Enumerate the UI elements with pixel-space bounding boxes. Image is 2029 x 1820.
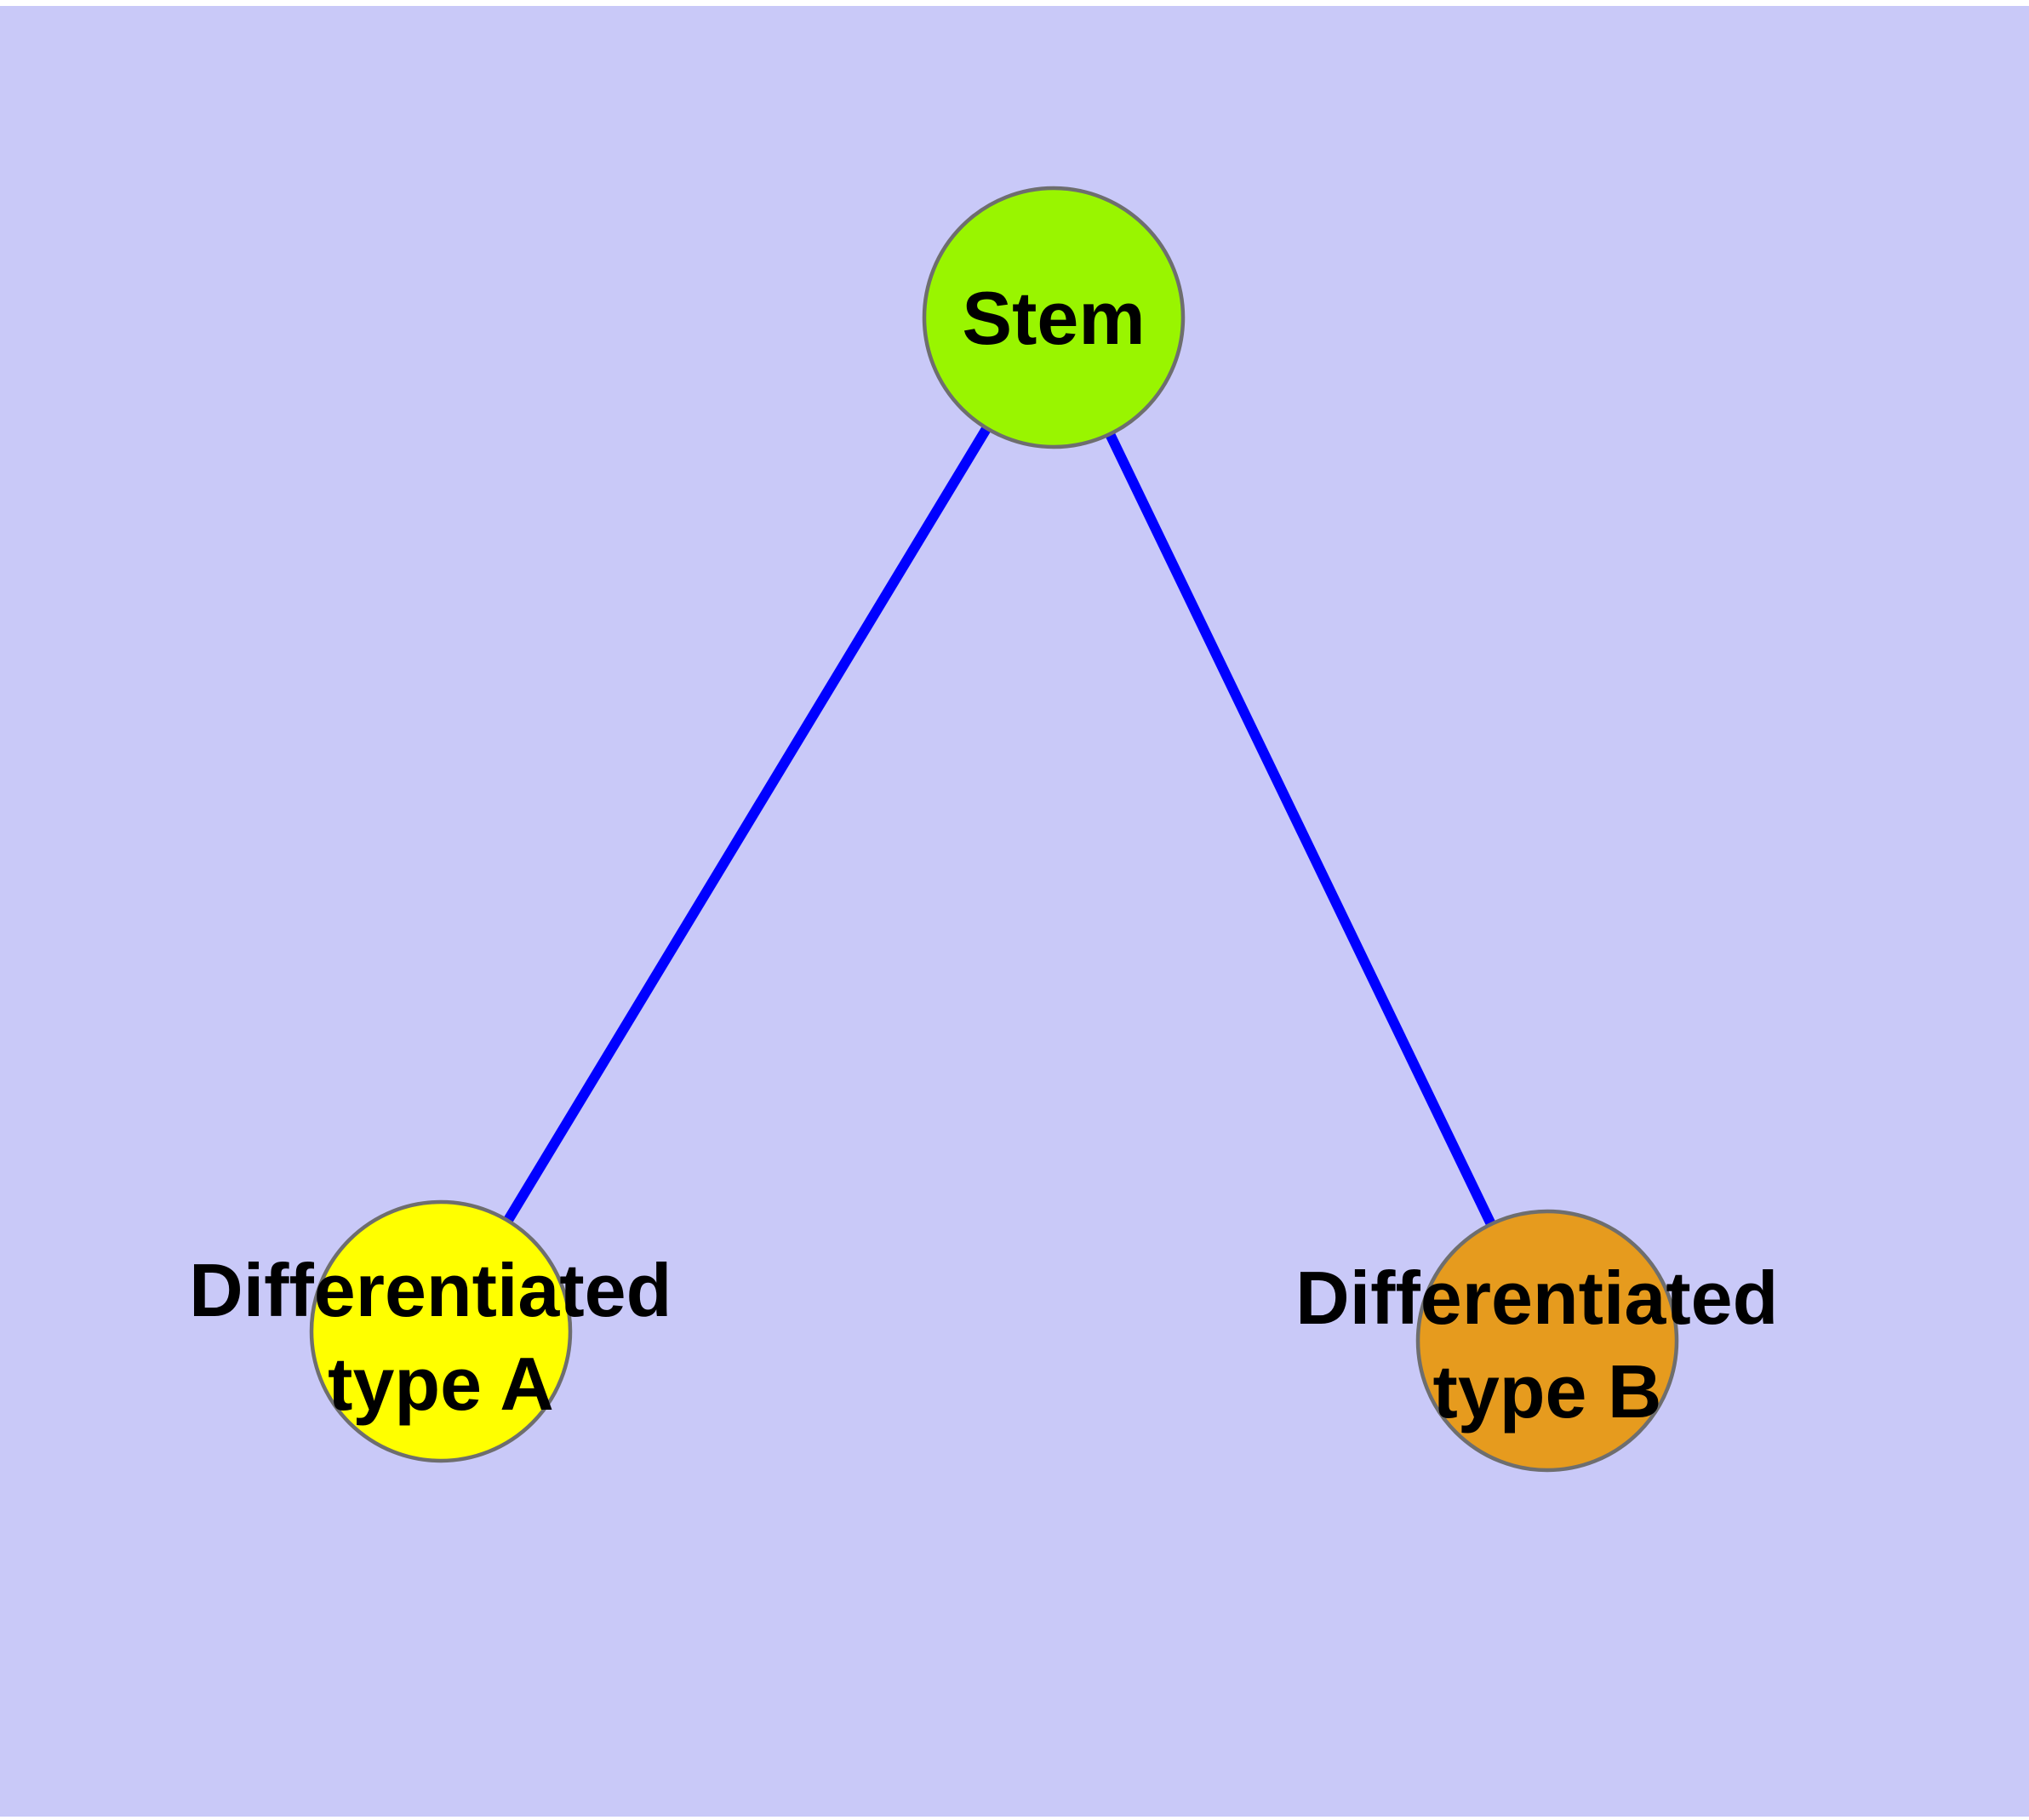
- edge-stem-to-type-a: [436, 314, 1059, 1335]
- differentiated-type-a-label-line2: type A: [328, 1342, 554, 1426]
- differentiated-type-b-label: Differentiated type B: [1295, 1256, 1799, 1434]
- differentiated-type-a-label-line1: Differentiated: [189, 1248, 672, 1332]
- differentiated-type-a-node: [309, 1199, 573, 1463]
- edge-stem-to-type-b: [1049, 315, 1552, 1343]
- differentiated-type-b-node: [1415, 1209, 1679, 1473]
- stem-node: [922, 186, 1186, 449]
- stem-node-label: Stem: [962, 276, 1145, 360]
- differentiated-type-b-label-line1: Differentiated: [1295, 1256, 1778, 1340]
- differentiated-type-a-label: Differentiated type A: [189, 1248, 693, 1426]
- differentiated-type-b-label-line2: type B: [1433, 1349, 1662, 1434]
